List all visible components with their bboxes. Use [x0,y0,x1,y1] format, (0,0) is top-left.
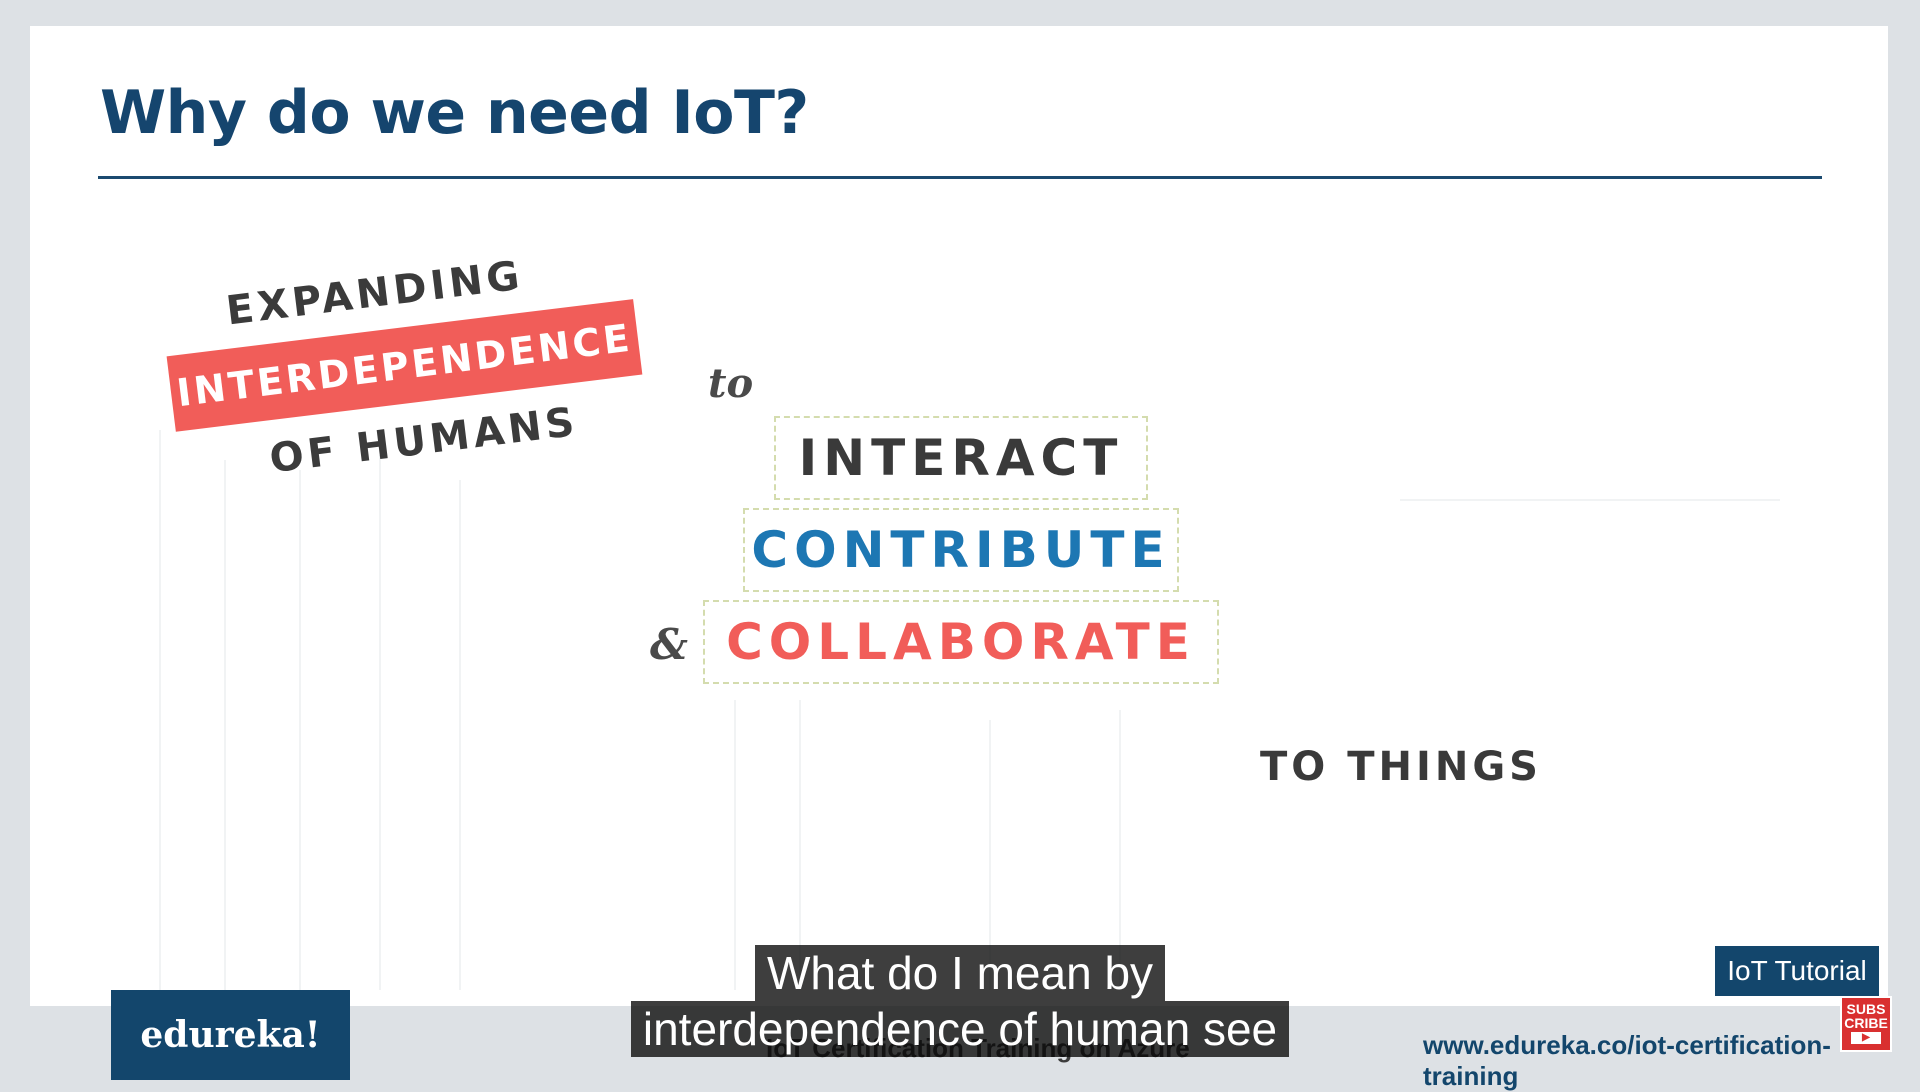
title-divider [98,176,1822,179]
verb-interact: INTERACT [774,416,1148,500]
verb-contribute: CONTRIBUTE [743,508,1179,592]
slide-title: Why do we need IoT? [100,78,809,148]
verb-collaborate: COLLABORATE [703,600,1219,684]
to-things-text: TO THINGS [1260,744,1542,790]
iot-tutorial-tag: IoT Tutorial [1715,946,1879,996]
subscribe-label: SUBS CRIBE [1844,1001,1888,1031]
ampersand: & [650,620,688,669]
subtitle-overlay: What do I mean by interdependence of hum… [0,945,1920,1057]
play-icon: ▶ [1851,1032,1881,1044]
edureka-logo: edureka! [111,990,350,1080]
slide-canvas [30,26,1888,1006]
connector-to: to [708,360,754,407]
subtitle-line: interdependence of human see [630,1001,1290,1057]
subtitle-line: What do I mean by [754,945,1166,1001]
subscribe-button[interactable]: SUBS CRIBE ▶ [1840,996,1892,1052]
